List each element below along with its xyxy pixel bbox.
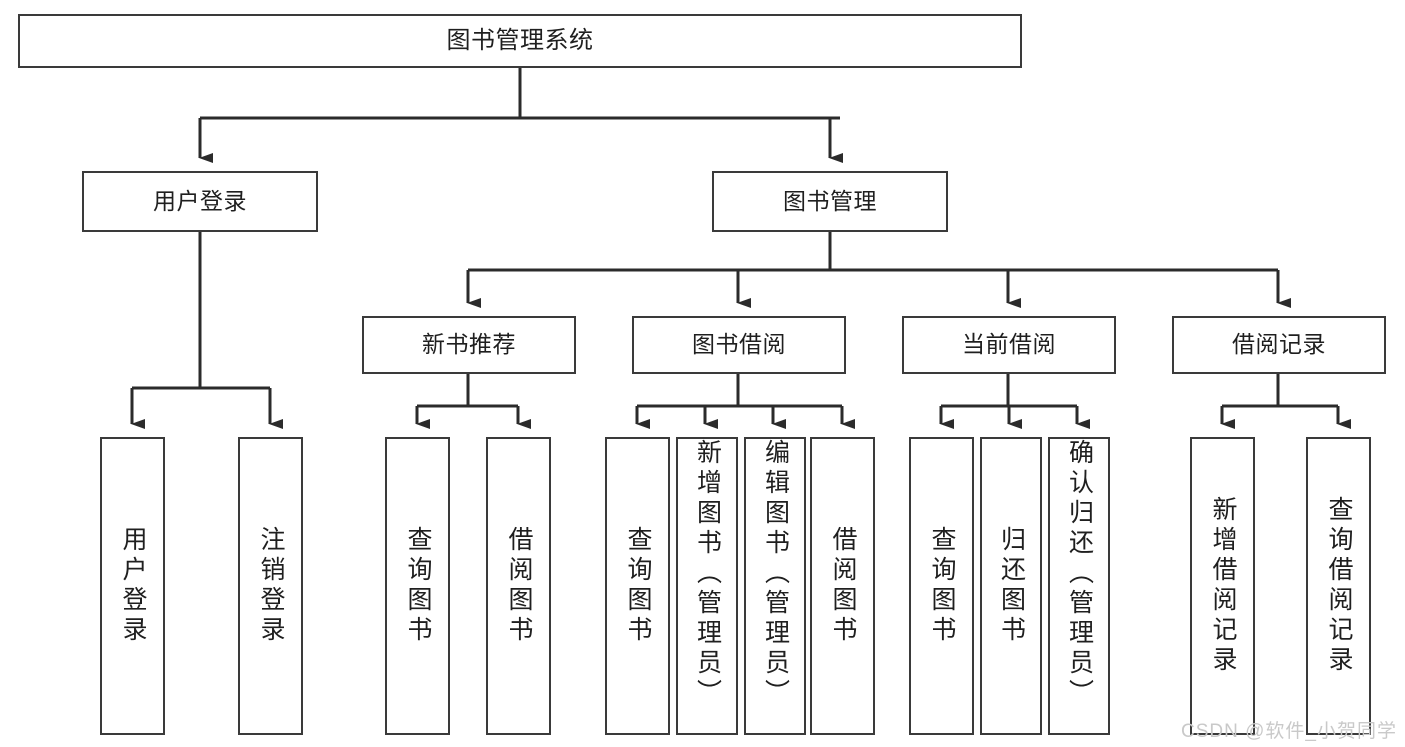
node-root-system[interactable]: 图书管理系统 <box>18 14 1022 68</box>
leaf-query-book-borrow[interactable]: 查询图书 <box>605 437 670 735</box>
node-new-book-recommend[interactable]: 新书推荐 <box>362 316 576 374</box>
leaf-label: 借阅图书 <box>505 526 533 646</box>
leaf-label: 归还图书 <box>997 526 1026 646</box>
leaf-borrow-book-borrow[interactable]: 借阅图书 <box>810 437 875 735</box>
leaf-label: 查询图书 <box>404 526 432 646</box>
leaf-label: 注销登录 <box>257 526 285 646</box>
node-current-borrow[interactable]: 当前借阅 <box>902 316 1116 374</box>
leaf-borrow-book-newbook[interactable]: 借阅图书 <box>486 437 551 735</box>
leaf-add-book-admin[interactable]: 新增图书（管理员） <box>676 437 738 735</box>
leaf-edit-book-admin[interactable]: 编辑图书（管理员） <box>744 437 806 735</box>
leaf-label: 查询图书 <box>624 526 652 646</box>
leaf-query-borrow-record[interactable]: 查询借阅记录 <box>1306 437 1371 735</box>
node-book-management[interactable]: 图书管理 <box>712 171 948 232</box>
leaf-label: 查询图书 <box>928 526 956 646</box>
leaf-confirm-return-admin[interactable]: 确认归还（管理员） <box>1048 437 1110 735</box>
leaf-label: 借阅图书 <box>829 526 857 646</box>
leaf-label: 用户登录 <box>119 526 147 646</box>
leaf-label: 新增图书（管理员） <box>693 439 722 709</box>
leaf-query-book-current[interactable]: 查询图书 <box>909 437 974 735</box>
node-user-login[interactable]: 用户登录 <box>82 171 318 232</box>
leaf-label: 确认归还（管理员） <box>1065 439 1094 709</box>
leaf-label: 新增借阅记录 <box>1209 496 1237 676</box>
node-borrow-record[interactable]: 借阅记录 <box>1172 316 1386 374</box>
watermark-csdn: CSDN @软件_小贺同学 <box>1181 721 1397 742</box>
leaf-user-login[interactable]: 用户登录 <box>100 437 165 735</box>
leaf-logout-login[interactable]: 注销登录 <box>238 437 303 735</box>
node-book-borrow[interactable]: 图书借阅 <box>632 316 846 374</box>
leaf-label: 查询借阅记录 <box>1325 496 1353 676</box>
leaf-return-book[interactable]: 归还图书 <box>980 437 1042 735</box>
leaf-add-borrow-record[interactable]: 新增借阅记录 <box>1190 437 1255 735</box>
leaf-query-book-newbook[interactable]: 查询图书 <box>385 437 450 735</box>
leaf-label: 编辑图书（管理员） <box>761 439 790 709</box>
